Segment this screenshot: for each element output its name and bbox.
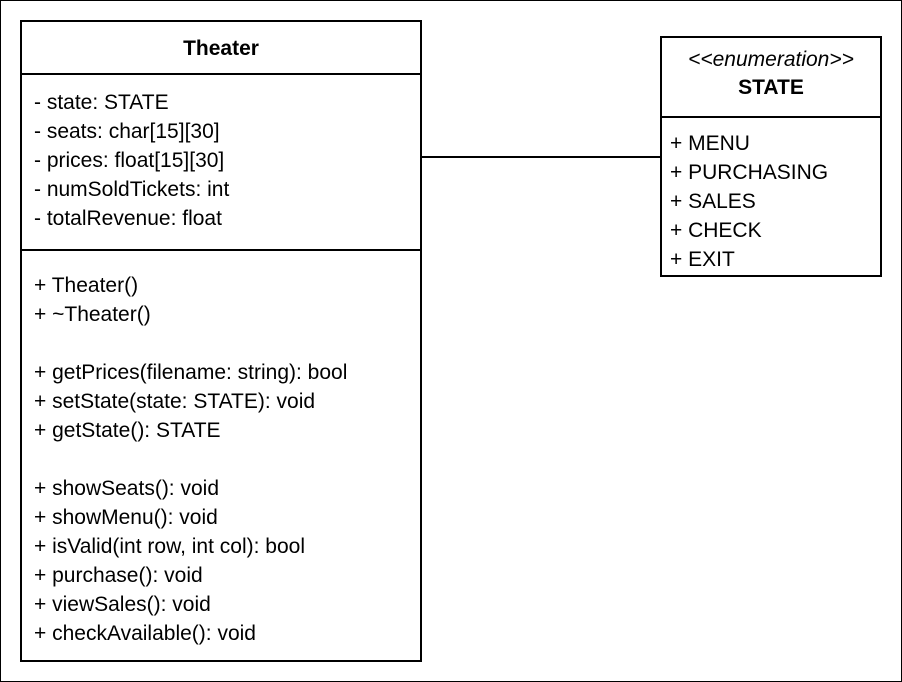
operation: + purchase(): void — [34, 564, 203, 587]
operation: + viewSales(): void — [34, 593, 211, 616]
state-enum-header: <<enumeration>> STATE — [662, 38, 880, 118]
theater-class-name: Theater — [183, 37, 259, 60]
state-enumeration[interactable]: <<enumeration>> STATE + MENU + PURCHASIN… — [660, 36, 882, 277]
enum-literal: + MENU — [670, 132, 750, 155]
enum-stereotype: <<enumeration>> — [688, 48, 854, 71]
attribute: - prices: float[15][30] — [34, 149, 225, 172]
operation: + getPrices(filename: string): bool — [34, 361, 348, 384]
attribute: - seats: char[15][30] — [34, 120, 220, 143]
operation: + showSeats(): void — [34, 477, 220, 500]
state-enum-name: STATE — [738, 76, 804, 99]
enum-literal: + EXIT — [670, 248, 735, 271]
state-enum-literals: + MENU + PURCHASING + SALES + CHECK + EX… — [662, 118, 880, 274]
enum-literal: + PURCHASING — [670, 161, 829, 184]
enum-literal: + CHECK — [670, 219, 762, 242]
operation-group-gap — [34, 329, 420, 358]
operation: + showMenu(): void — [34, 506, 218, 529]
attribute: - numSoldTickets: int — [34, 178, 230, 201]
operation: + checkAvailable(): void — [34, 622, 256, 645]
operation: + isValid(int row, int col): bool — [34, 535, 305, 558]
attribute: - state: STATE — [34, 91, 169, 114]
theater-class[interactable]: Theater - state: STATE - seats: char[15]… — [20, 20, 422, 662]
enum-literal: + SALES — [670, 190, 756, 213]
theater-class-header: Theater — [22, 22, 420, 75]
theater-attributes: - state: STATE - seats: char[15][30] - p… — [22, 75, 420, 251]
attribute: - totalRevenue: float — [34, 207, 222, 230]
operation: + getState(): STATE — [34, 419, 221, 442]
theater-operations: + Theater() + ~Theater() + getPrices(fil… — [22, 251, 420, 648]
operation-group-gap — [34, 445, 420, 474]
operation: + setState(state: STATE): void — [34, 390, 316, 413]
operation: + ~Theater() — [34, 303, 151, 326]
operation: + Theater() — [34, 274, 139, 297]
